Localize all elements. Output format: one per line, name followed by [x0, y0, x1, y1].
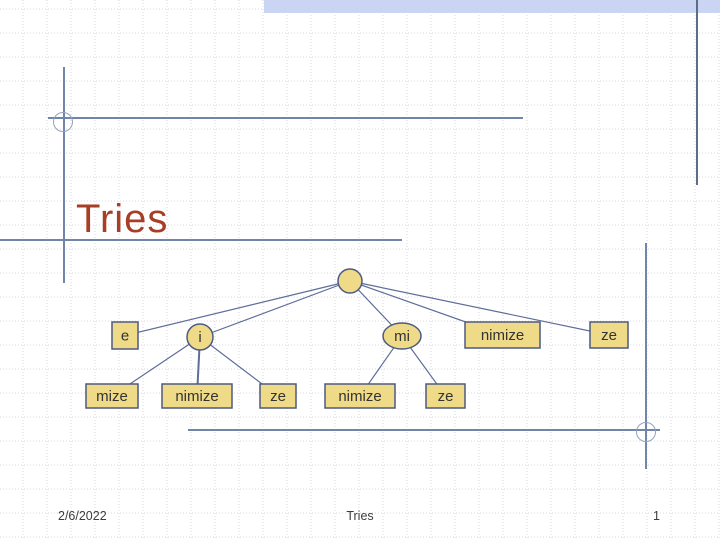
- tree-node-nimize2: [161, 383, 233, 409]
- tree-node-ze1: [589, 321, 629, 349]
- tree-node-i: [186, 323, 214, 351]
- template-vline-bottom-right: [645, 243, 647, 469]
- template-vline-top-right: [696, 0, 698, 185]
- template-line-bottom: [188, 429, 660, 431]
- tree-node-label-nimize1: nimize: [481, 327, 524, 344]
- template-line-above-title: [48, 117, 523, 119]
- loop-ornament-bottom-right: [636, 422, 656, 442]
- tree-node-ze3: [425, 383, 466, 409]
- tree-node-label-nimize3: nimize: [338, 388, 381, 405]
- footer-slide-name: Tries: [346, 509, 374, 523]
- tree-node-label-nimize2: nimize: [175, 388, 218, 405]
- tree-node-label-ze1: ze: [601, 327, 617, 344]
- tree-node-ze2: [259, 383, 297, 409]
- tree-node-mi: [382, 322, 422, 350]
- tree-edge-root-i: [199, 280, 351, 338]
- tree-node-mize: [85, 383, 139, 409]
- tree-node-nimize3: [324, 383, 396, 409]
- tree-edge-root-ze1: [349, 280, 610, 336]
- template-line-below-title: [0, 239, 402, 241]
- tree-node-label-ze3: ze: [438, 388, 454, 405]
- template-vline-left: [63, 67, 65, 283]
- tree-node-label-i: i: [198, 329, 201, 346]
- tree-node-e: [111, 321, 139, 350]
- tree-node-label-mize: mize: [96, 388, 128, 405]
- tree-node-root: [337, 268, 363, 294]
- footer-page-number: 1: [653, 509, 660, 523]
- footer-date: 2/6/2022: [58, 509, 107, 523]
- tree-node-nimize1: [464, 321, 541, 349]
- slide-title: Tries: [76, 196, 169, 241]
- template-top-band: [264, 0, 720, 13]
- tree-node-label-mi: mi: [394, 328, 410, 345]
- loop-ornament-top-left: [53, 112, 73, 132]
- tree-edge-root-e: [124, 280, 351, 337]
- tree-node-label-e: e: [121, 328, 129, 345]
- tree-node-label-ze2: ze: [270, 388, 286, 405]
